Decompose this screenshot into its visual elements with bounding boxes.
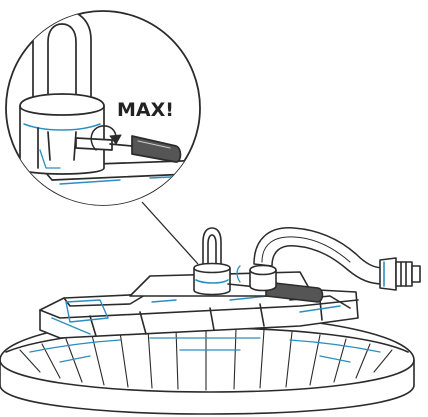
detail-callout: MAX! [5, 10, 201, 206]
callout-pointer-line [141, 201, 199, 265]
screwdriver-icon [109, 135, 182, 163]
eye-bolt-icon [19, 11, 105, 175]
max-torque-label: MAX! [117, 99, 174, 121]
cable-assembly [249, 227, 385, 292]
heat-sink [0, 315, 415, 415]
set-screw [75, 137, 113, 151]
cable-connector-icon [379, 257, 421, 291]
rotation-arrow-icon [90, 125, 122, 151]
high-bay-lamp [0, 227, 421, 415]
eye-bolt-icon [193, 227, 231, 296]
